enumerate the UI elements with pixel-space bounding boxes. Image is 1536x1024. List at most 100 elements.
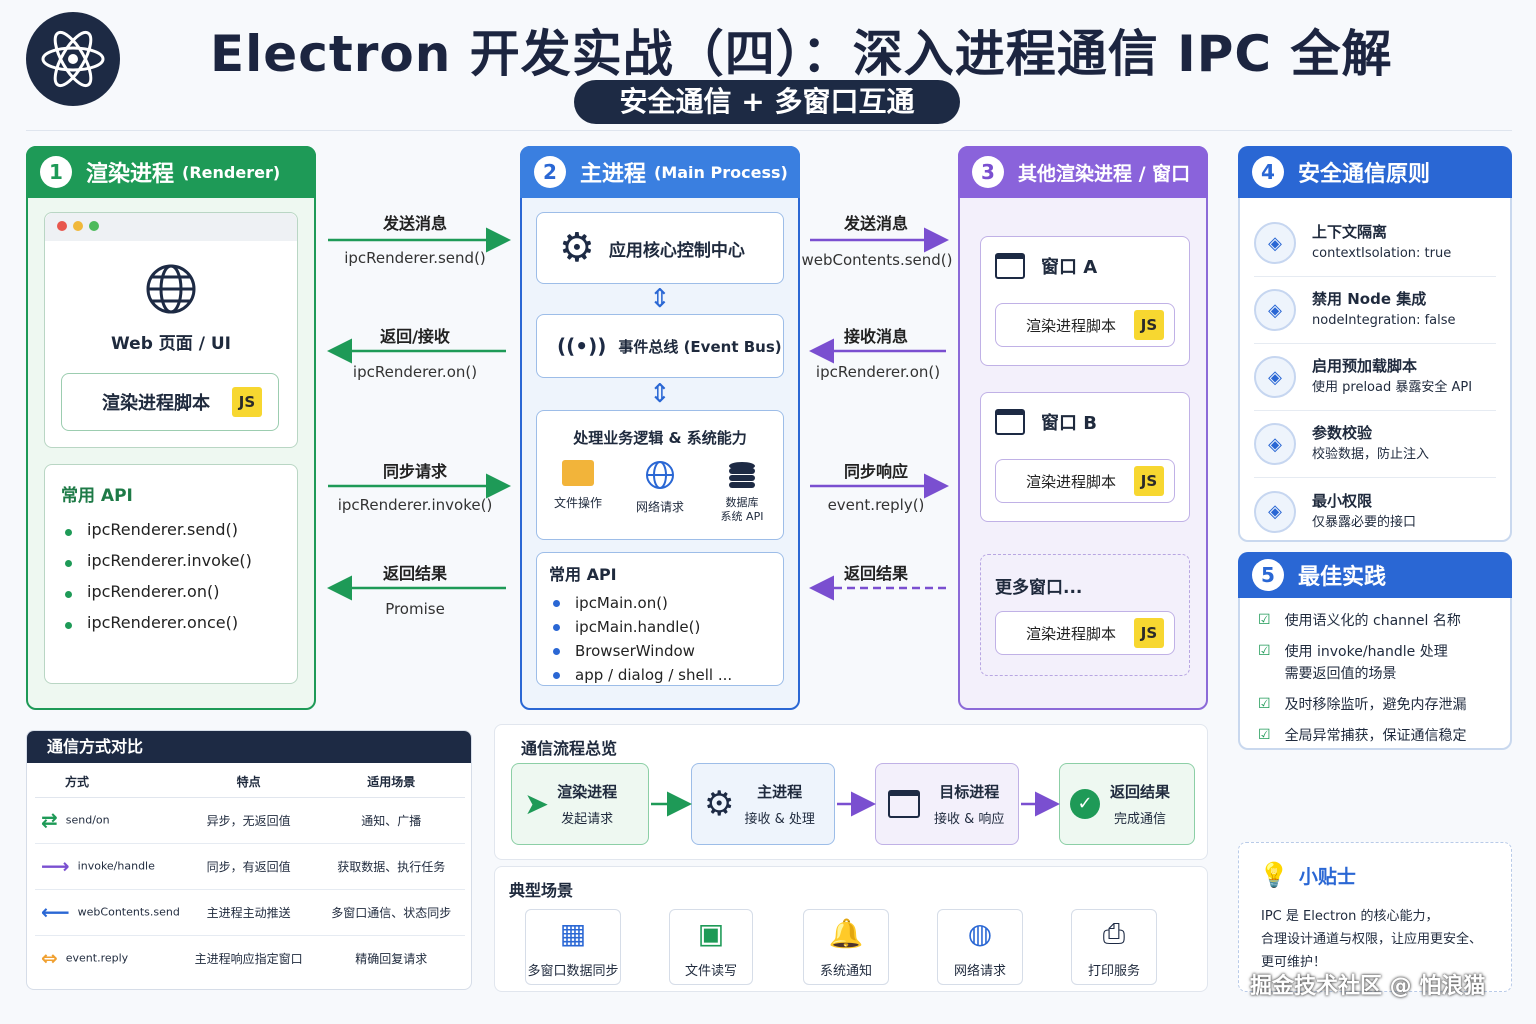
shield-icon: ◈ (1254, 490, 1296, 533)
feature-cell: 主进程响应指定窗口 (194, 951, 303, 966)
shield-icon: ◈ (1254, 289, 1296, 331)
scene-label: 系统通知 (819, 964, 872, 979)
security-item: ◈参数校验校验数据，防止注入 (1254, 411, 1496, 478)
scene-cell: 多窗口通信、状态同步 (331, 905, 452, 920)
api-item: ipcMain.on() (549, 591, 771, 615)
renderer-main-arrows (327, 227, 511, 601)
arrow-icon: ⟵ (41, 900, 70, 924)
scene-label: 打印服务 (1087, 964, 1140, 979)
renderer-script-card: 渲染进程脚本 JS (61, 373, 279, 431)
arrow-code: webContents.send() (801, 251, 953, 269)
step-number: 3 (972, 156, 1004, 188)
security-title: 禁用 Node 集成 (1312, 290, 1427, 308)
scene-card: ⎙打印服务 (1071, 909, 1157, 985)
arrow-code: ipcRenderer.on() (815, 363, 941, 381)
arrow-icon: ⟶ (41, 854, 70, 878)
arrow-code: event.reply() (827, 496, 925, 514)
arrow-label: 发送消息 (843, 214, 908, 233)
core-control-card: ⚙ 应用核心控制中心 (536, 212, 784, 284)
api-title: 常用 API (549, 565, 617, 584)
arrow-label: 同步响应 (843, 462, 908, 481)
event-bus-card: ((•)) 事件总线 (Event Bus) (536, 314, 784, 378)
panel-title-en: (Renderer) (182, 162, 281, 182)
database-icon (707, 460, 777, 494)
arrow-icon: ⇔ (41, 946, 58, 971)
api-item: BrowserWindow (549, 639, 771, 663)
broadcast-icon: ((•)) (557, 334, 607, 358)
arrow-label: 返回结果 (843, 564, 908, 583)
scene-icon: ◍ (967, 917, 993, 950)
practice-item: ☑使用 invoke/handle 处理 需要返回值的场景 (1258, 641, 1500, 685)
electron-logo-icon (26, 12, 120, 106)
folder-icon (562, 460, 594, 486)
api-item: ipcRenderer.invoke() (61, 551, 281, 570)
scene-card: ▦多窗口数据同步 (525, 909, 621, 985)
other-windows-header: 3 其他渲染进程 / 窗口 (958, 146, 1208, 198)
step-number: 4 (1252, 156, 1284, 188)
main-process-panel: 2 主进程(Main Process) ⚙ 应用核心控制中心 ⇕ ((•)) 事… (520, 146, 800, 710)
security-desc: contextIsolation: true (1312, 246, 1452, 261)
panel-title: 主进程 (580, 162, 647, 187)
scene-label: 文件读写 (684, 964, 737, 979)
col-header: 适用场景 (367, 775, 416, 790)
security-desc: 仅暴露必要的接口 (1312, 514, 1417, 530)
window-icon (995, 253, 1025, 279)
method-cell: send/on (65, 813, 110, 827)
feature-cell: 异步，无返回值 (206, 813, 291, 828)
flow-overview: 通信流程总览 ➤ 渲染进程发起请求 ⚙ 主进程接收 & 处理 目标进程接收 & … (494, 724, 1208, 860)
api-item: ipcMain.handle() (549, 615, 771, 639)
panel-title: 安全通信原则 (1298, 162, 1431, 187)
checkbox-icon: ☑ (1258, 727, 1271, 743)
security-title: 启用预加载脚本 (1312, 357, 1418, 375)
scene-cell: 精确回复请求 (355, 951, 428, 966)
step-number: 5 (1252, 559, 1284, 591)
table-title: 通信方式对比 (27, 731, 471, 763)
scene-icon: ▣ (697, 917, 725, 950)
panel-title: 其他渲染进程 / 窗口 (1018, 162, 1191, 185)
gear-icon: ⚙ (704, 784, 735, 824)
lightbulb-icon: 💡 (1259, 861, 1289, 889)
arrow-code: ipcRenderer.invoke() (337, 496, 493, 514)
arrow-code: ipcRenderer.send() (344, 249, 486, 267)
tip-text: IPC 是 Electron 的核心能力， 合理设计通道与权限，让应用更安全、 … (1261, 909, 1483, 970)
watermark: 掘金技术社区 @ 怕浪猫 (1250, 974, 1486, 999)
panel-title: 渲染进程 (86, 162, 175, 187)
flow-step-result: ✓ 返回结果完成通信 (1059, 763, 1195, 845)
web-page-card: Web 页面 / UI 渲染进程脚本 JS (44, 212, 298, 448)
panel-title: 最佳实践 (1298, 565, 1387, 590)
security-item: ◈最小权限仅暴露必要的接口 (1254, 478, 1496, 545)
scene-cell: 获取数据、执行任务 (337, 859, 446, 874)
arrow-label: 同步请求 (382, 462, 447, 481)
window-icon (995, 409, 1025, 435)
main-panel-header: 2 主进程(Main Process) (520, 146, 800, 198)
flow-step-target: 目标进程接收 & 响应 (875, 763, 1019, 845)
js-icon: JS (1134, 466, 1164, 496)
core-label: 应用核心控制中心 (608, 240, 745, 261)
renderer-api-card: 常用 API ipcRenderer.send()ipcRenderer.inv… (44, 464, 298, 684)
tip-title: 小贴士 (1298, 865, 1356, 888)
practice-text: 及时移除监听，避免内存泄漏 (1284, 697, 1467, 713)
checkbox-icon: ☑ (1258, 612, 1271, 628)
page-title: Electron 开发实战（四）：深入进程通信 IPC 全解 (210, 25, 1393, 83)
arrow-icon: ⇄ (41, 808, 58, 832)
capability-item: 文件操作 (543, 460, 613, 524)
practice-item: ☑使用语义化的 channel 名称 (1258, 610, 1500, 632)
window-chrome (45, 213, 297, 241)
checkbox-icon: ☑ (1258, 643, 1271, 659)
globe-icon (625, 460, 695, 494)
arrow-label: 返回结果 (382, 564, 447, 583)
practice-item: ☑全局异常捕获，保证通信稳定 (1258, 725, 1500, 747)
scene-card: ▣ 文件读写 (669, 909, 753, 985)
api-item: app / dialog / shell ... (549, 663, 771, 687)
script-label: 渲染进程脚本 (102, 393, 210, 414)
checkbox-icon: ☑ (1258, 696, 1271, 712)
scene-label: 网络请求 (953, 964, 1006, 979)
security-desc: 使用 preload 暴露安全 API (1312, 380, 1473, 395)
